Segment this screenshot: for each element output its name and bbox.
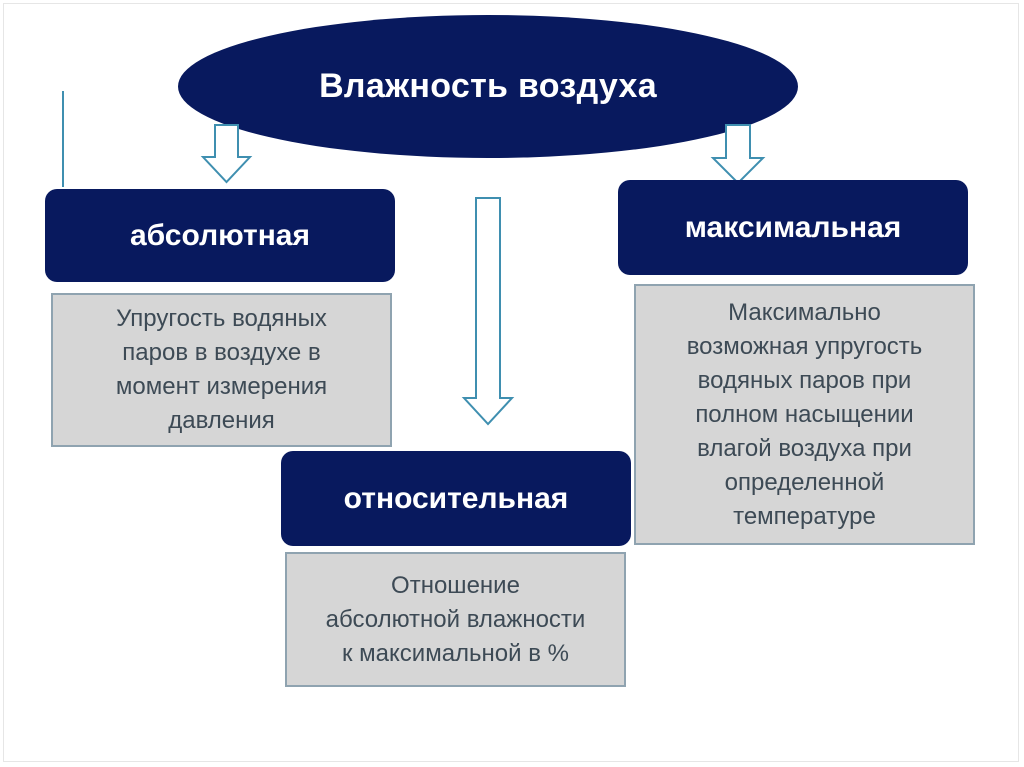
category-relative: относительная <box>281 451 631 546</box>
slide-frame <box>3 3 1019 762</box>
title-ellipse: Влажность воздуха <box>178 15 798 158</box>
category-absolute: абсолютная <box>45 189 395 282</box>
category-maximum: максимальная <box>618 180 968 275</box>
description-absolute: Упругость водяных паров в воздухе в моме… <box>51 293 392 447</box>
description-absolute-text: Упругость водяных паров в воздухе в моме… <box>115 305 328 434</box>
description-maximum: Максимально возможная упругость водяных … <box>634 284 975 545</box>
category-absolute-label: абсолютная <box>129 218 310 252</box>
category-relative-label: относительная <box>343 481 569 515</box>
decorative-vertical-line <box>62 91 64 187</box>
category-maximum-label: максимальная <box>684 210 902 244</box>
description-relative-text: Отношение абсолютной влажности к максима… <box>325 571 586 667</box>
description-relative: Отношение абсолютной влажности к максима… <box>285 552 626 687</box>
description-maximum-text: Максимально возможная упругость водяных … <box>686 298 923 530</box>
diagram-title: Влажность воздуха <box>319 67 657 105</box>
